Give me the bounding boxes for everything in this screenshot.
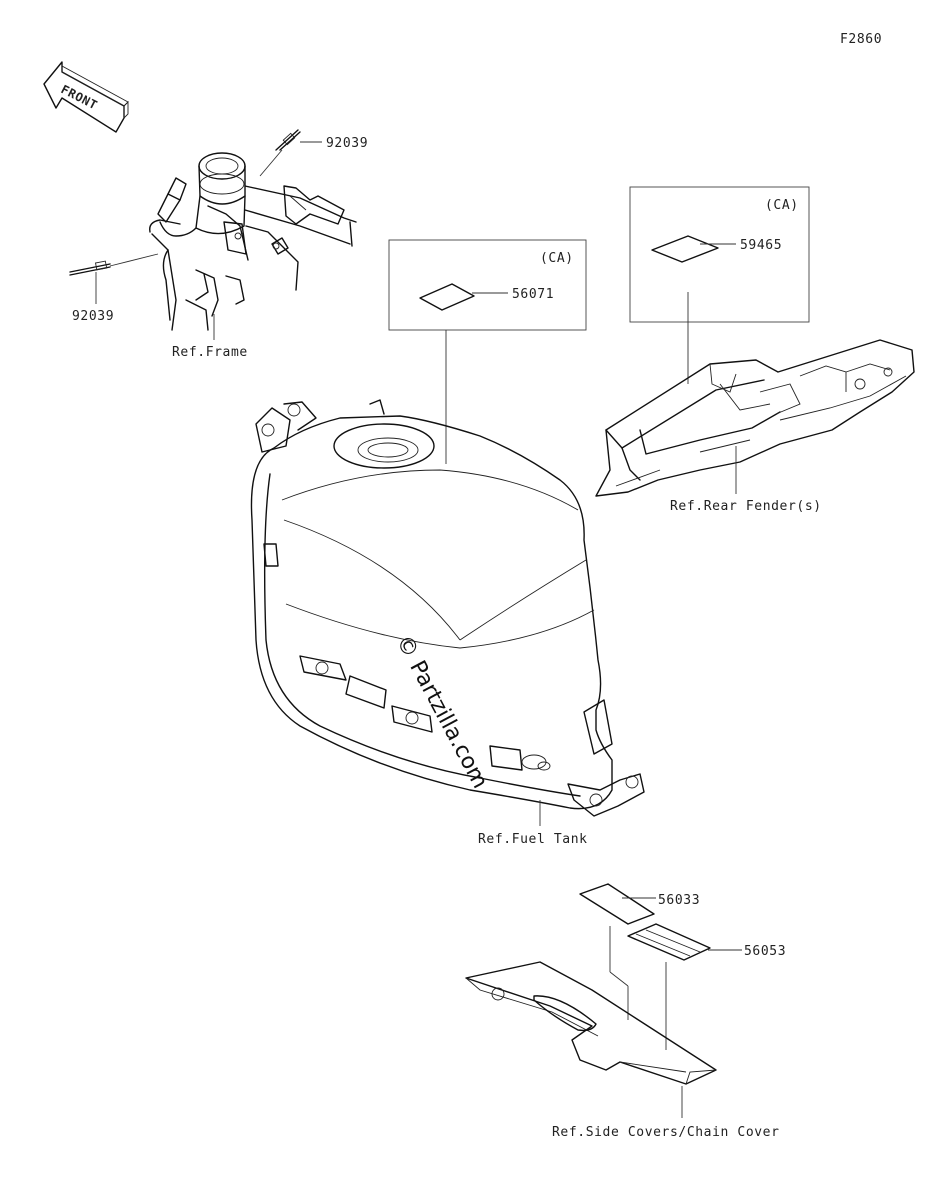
ca-tag-rear-fender: (CA) [765, 198, 799, 213]
ref-rear-fender-label: Ref.Rear Fender(s) [670, 499, 822, 514]
fuel-tank [250, 399, 645, 817]
rear-fender-assembly [595, 339, 915, 497]
callout-59465: 59465 [740, 238, 782, 253]
watermark: © Partzilla.com [391, 631, 493, 793]
callout-92039-left: 92039 [72, 309, 114, 324]
callout-56071: 56071 [512, 287, 554, 302]
label-59465-icon [651, 235, 719, 263]
callout-92039-top: 92039 [326, 136, 368, 151]
front-arrow-icon: FRONT [43, 61, 129, 133]
leader-56033-to-cover-b [609, 971, 629, 987]
front-arrow-label: FRONT [59, 82, 100, 112]
ref-fuel-tank-label: Ref.Fuel Tank [478, 832, 588, 847]
frame-assembly [149, 152, 357, 331]
ref-side-covers-label: Ref.Side Covers/Chain Cover [552, 1125, 780, 1140]
ca-box-rear-fender-label [629, 186, 810, 323]
callout-56033: 56033 [658, 893, 700, 908]
leader-92039-left-to-frame [109, 253, 159, 267]
ref-frame-label: Ref.Frame [172, 345, 248, 360]
chain-cover [465, 961, 717, 1085]
clip-92039-top [275, 129, 301, 151]
callout-56053: 56053 [744, 944, 786, 959]
clip-92039-left [69, 260, 111, 276]
ca-tag-fuel-tank: (CA) [540, 251, 574, 266]
figure-code: F2860 [840, 32, 882, 47]
ca-box-fuel-tank-label [388, 239, 587, 331]
leader-92039-top-to-frame [259, 149, 283, 177]
label-56033-icon [579, 883, 655, 925]
label-56053-icon [627, 923, 711, 961]
label-56071-icon [419, 283, 475, 311]
